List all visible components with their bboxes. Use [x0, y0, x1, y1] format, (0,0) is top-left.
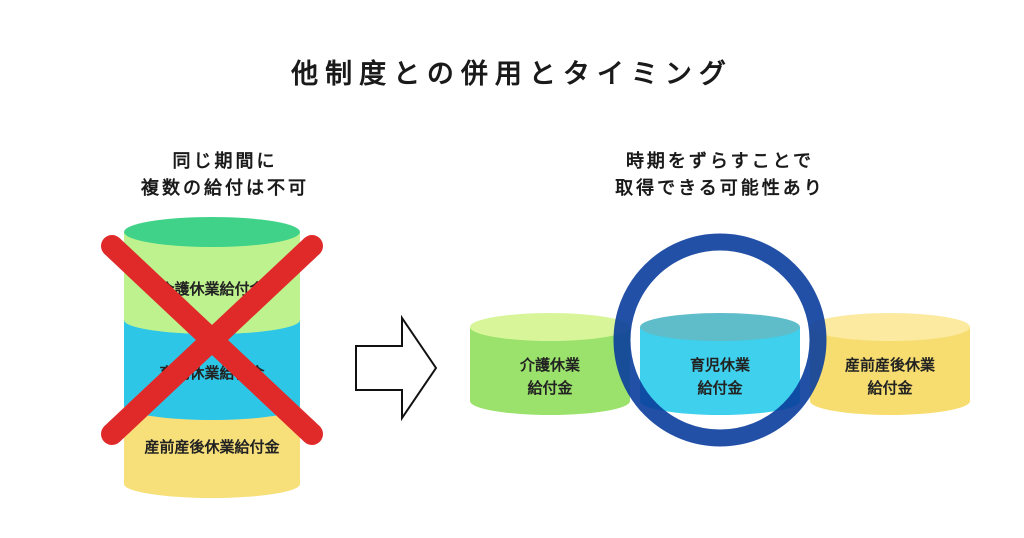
stack-label-maternity: 産前産後休業給付金 — [144, 438, 280, 456]
left-caption-line1: 同じ期間に — [172, 151, 278, 172]
stack-label-nursing: 介護休業給付金 — [158, 280, 265, 298]
row-nursing-cylinder: 介護休業 給付金 — [470, 313, 630, 415]
right-caption-line2: 取得できる可能性あり — [615, 178, 825, 199]
right-arrow-icon — [355, 314, 438, 422]
row-maternity-label-line2: 給付金 — [867, 379, 913, 397]
left-caption: 同じ期間に 複数の給付は不可 — [90, 148, 360, 202]
right-caption-line1: 時期をずらすことで — [625, 151, 815, 172]
stacked-cylinder: 介護休業給付金 育児休業給付金 産前産後休業給付金 — [101, 217, 323, 498]
row-maternity-label-line1: 産前産後休業 — [845, 356, 936, 374]
prohibited-cross-mark — [101, 235, 323, 445]
row-childcare-label-line2: 給付金 — [697, 379, 743, 397]
row-childcare-label-line1: 育児休業 — [690, 356, 751, 374]
right-caption: 時期をずらすことで 取得できる可能性あり — [520, 148, 920, 202]
row-nursing-label-line2: 給付金 — [527, 379, 573, 397]
row-childcare-cylinder: 育児休業 給付金 — [640, 313, 800, 415]
highlight-ring — [613, 233, 827, 447]
left-caption-line2: 複数の給付は不可 — [141, 178, 309, 199]
page-title: 他制度との併用とタイミング — [291, 59, 733, 90]
row-nursing-label-line1: 介護休業 — [519, 356, 581, 374]
row-maternity-cylinder: 産前産後休業 給付金 — [810, 313, 970, 415]
